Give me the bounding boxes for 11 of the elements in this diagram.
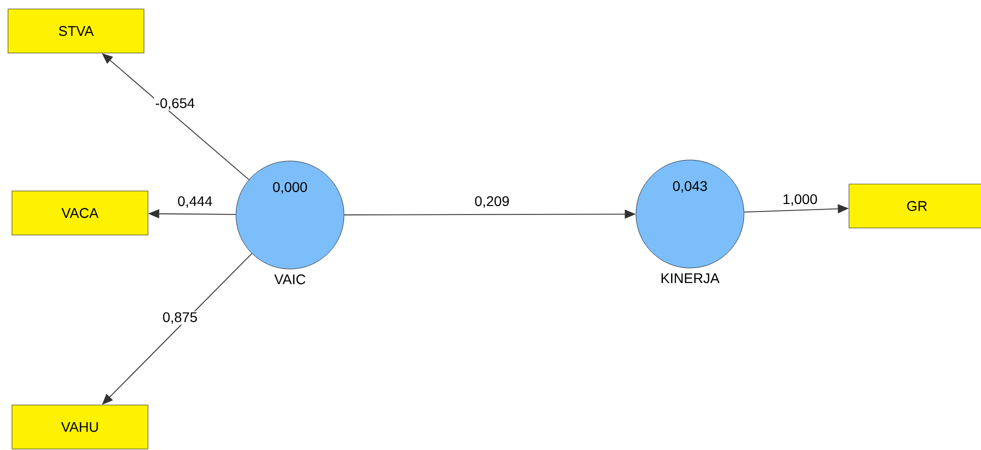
edge-label: 0,444 [176,195,214,209]
node-label: VAIC [274,274,306,284]
indicator-box: VACA [12,190,148,236]
edge-label: 0,875 [162,311,199,325]
edge-label: -0,654 [154,97,196,111]
edge-label: 1,000 [782,193,819,207]
indicator-box: GR [848,184,981,228]
node-label: KINERJA [662,273,720,284]
indicator-box: VAHU [12,404,148,450]
indicator-box: STVA [8,8,144,54]
edge-label: 0,209 [474,195,511,209]
